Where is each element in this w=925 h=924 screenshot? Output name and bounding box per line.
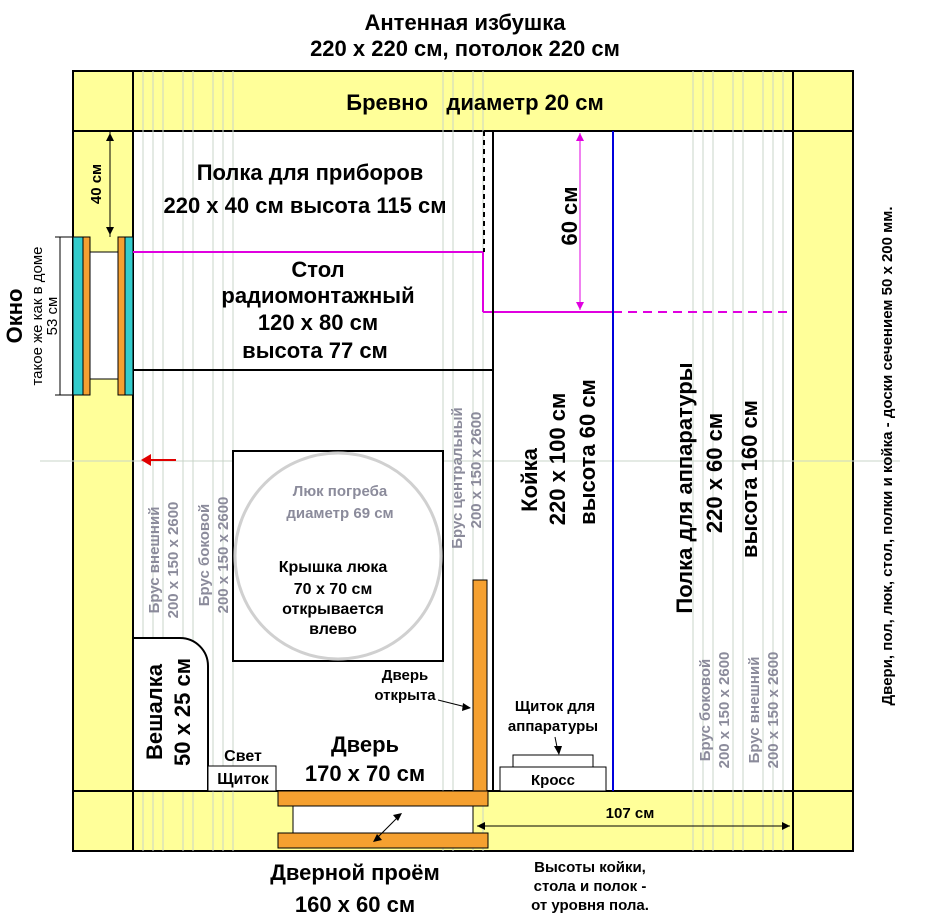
log-label: Бревно диаметр 20 см [346, 90, 603, 115]
hanger [132, 637, 209, 792]
window [55, 131, 134, 396]
furniture-lines [133, 131, 793, 791]
hatch-lid-title: Крышка люка [279, 559, 388, 576]
hanger-title: Вешалка [142, 663, 167, 760]
door-size: 170 х 70 см [305, 761, 425, 786]
light-label: Свет [224, 748, 262, 765]
desk-height: высота 77 см [242, 338, 388, 363]
window-depth: 40 см [88, 164, 105, 204]
panel-label-2: аппаратуры [508, 718, 598, 735]
hanger-size: 50 х 25 см [170, 658, 195, 766]
door-title: Дверь [331, 732, 399, 757]
beam-side-left-section: 200 х 150 х 2600 [215, 497, 232, 614]
doorway-size: 160 х 60 см [295, 892, 415, 917]
hatch-lid-size: 70 х 70 см [294, 581, 373, 598]
panel-label: Щиток для [515, 698, 595, 715]
desk-subtitle: радиомонтажный [221, 283, 414, 308]
desk-size: 120 х 80 см [258, 310, 378, 335]
distance-label: 107 см [606, 805, 655, 822]
window-title: Окно [2, 289, 27, 344]
beam-side-right-label: Брус боковой [697, 659, 714, 762]
heights-note-2: стола и полок - [534, 878, 647, 895]
cellar-hatch [232, 450, 444, 662]
header-dims: 220 х 220 см, потолок 220 см [310, 36, 620, 61]
window-note: такое же как в доме [29, 246, 46, 385]
heights-note-3: от уровня пола. [531, 897, 649, 914]
beam-central-section: 200 х 150 х 2600 [468, 412, 485, 529]
bunk-title: Койка [517, 447, 542, 511]
beam-side-right-section: 200 х 150 х 2600 [716, 652, 733, 769]
beam-outer-left-label: Брус внешний [146, 507, 163, 614]
header-title: Антенная избушка [365, 10, 567, 35]
bunk-size: 220 х 100 см [545, 393, 570, 526]
instrument-shelf-title: Полка для приборов [197, 160, 424, 185]
hatch-lid-direction: влево [309, 621, 357, 638]
hatch-diameter: диаметр 69 см [286, 505, 393, 522]
beam-central-label: Брус центральный [449, 407, 466, 549]
equipment-panel [499, 754, 607, 792]
beam-outer-right-label: Брус внешний [746, 657, 763, 764]
materials-note: Двери, пол, люк, стол, полки и койка - д… [879, 206, 896, 705]
doorway-title: Дверной проём [270, 860, 440, 885]
window-height: 53 см [44, 297, 61, 336]
light-panel [207, 765, 277, 792]
desk-title: Стол [291, 257, 344, 282]
cross-label: Кросс [531, 772, 575, 789]
beam-side-left-label: Брус боковой [196, 504, 213, 607]
instrument-shelf-size: 220 х 40 см высота 115 см [163, 193, 446, 218]
beam-outer-left-section: 200 х 150 х 2600 [165, 502, 182, 619]
equipment-shelf-title: Полка для аппаратуры [672, 362, 697, 613]
heights-note-1: Высоты койки, [534, 859, 646, 876]
equipment-shelf-size: 220 х 60 см [702, 413, 727, 533]
hatch-lid-opens: открывается [282, 601, 384, 618]
door[interactable] [277, 579, 489, 849]
bunk-gap: 60 см [557, 186, 582, 245]
door-open-label: Дверь [382, 667, 428, 684]
equipment-shelf-height: высота 160 см [737, 400, 762, 558]
light-panel-label: Щиток [217, 771, 270, 788]
hatch-title: Люк погреба [293, 483, 388, 500]
bunk-height: высота 60 см [575, 379, 600, 525]
beam-outer-right-section: 200 х 150 х 2600 [765, 652, 782, 769]
annotation-arrows [141, 454, 790, 842]
door-open-state: открыта [374, 687, 436, 704]
